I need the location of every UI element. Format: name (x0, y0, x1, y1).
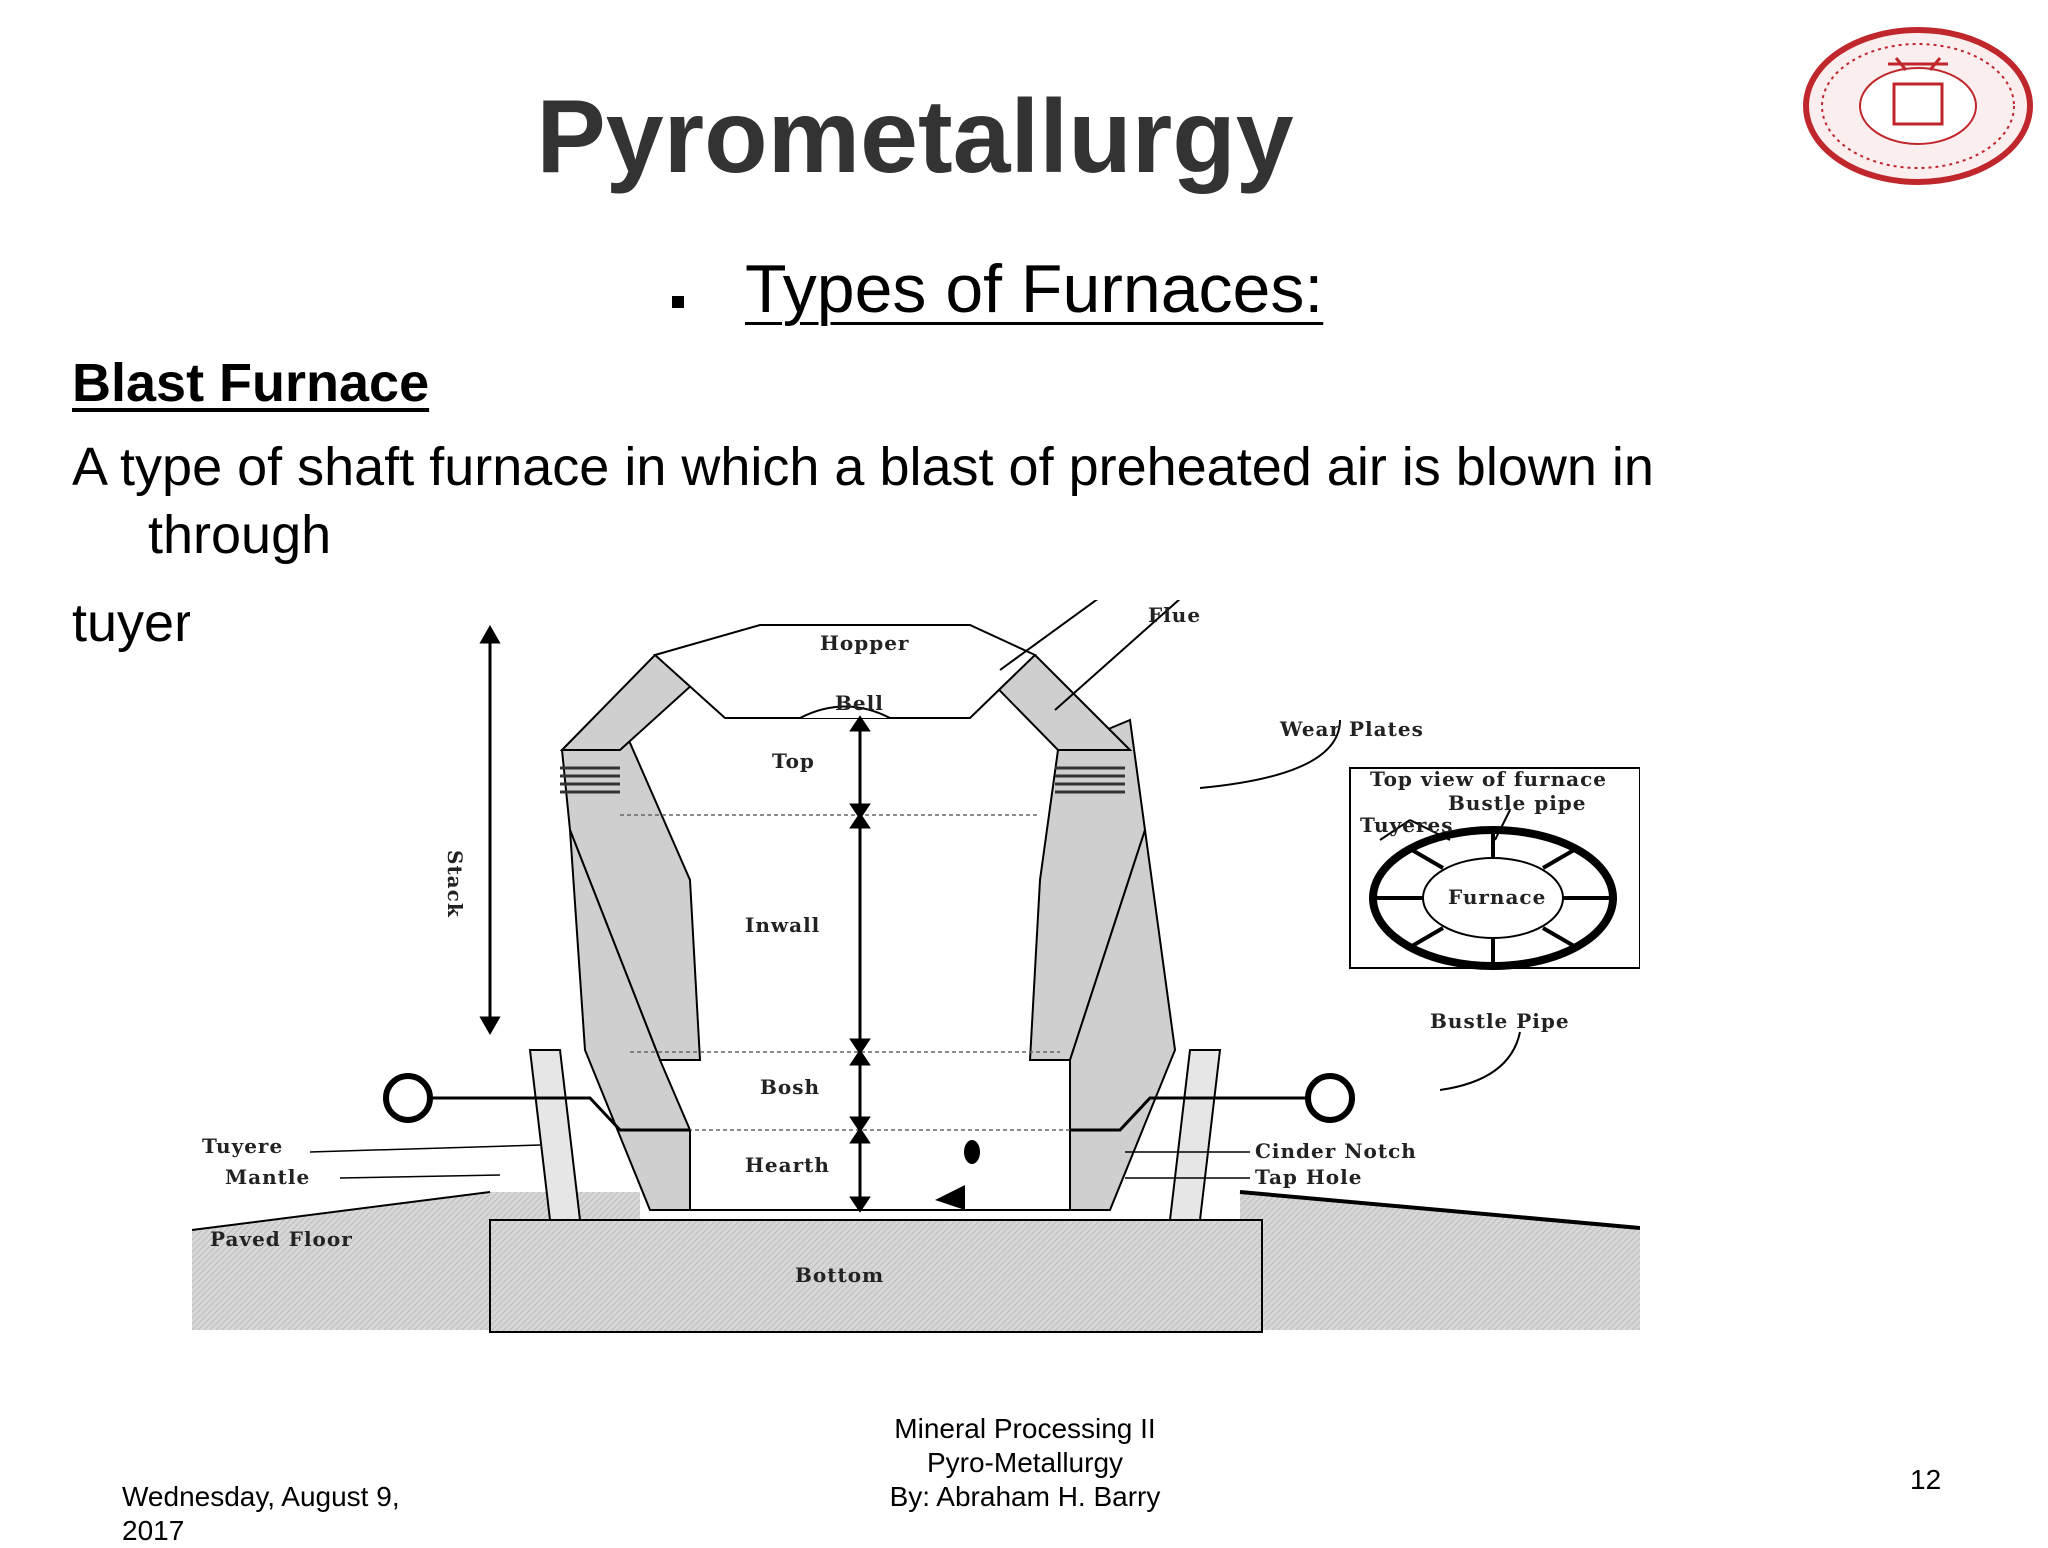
body-text-line-2: through (148, 505, 332, 565)
label-paved-floor: Paved Floor (210, 1227, 353, 1251)
label-bell: Bell (835, 691, 884, 715)
footer-course-line-1: Mineral Processing II (894, 1413, 1156, 1444)
label-tap-hole: Tap Hole (1255, 1165, 1362, 1189)
label-inwall: Inwall (745, 913, 820, 937)
university-seal-logo (1796, 24, 2042, 188)
label-bustle-pipe-small: Bustle pipe (1448, 791, 1587, 815)
label-top-view: Top view of furnace (1370, 767, 1607, 791)
label-tuyeres: Tuyeres (1360, 813, 1453, 837)
label-flue: Flue (1148, 603, 1201, 627)
label-tuyere: Tuyere (202, 1134, 283, 1158)
footer-date: Wednesday, August 9, 2017 (122, 1481, 400, 1546)
footer-course-line-2: Pyro-Metallurgy (926, 1447, 1124, 1478)
page-number: 12 (1910, 1464, 1942, 1495)
label-top: Top (772, 749, 815, 773)
section-heading: Blast Furnace (72, 353, 430, 413)
label-wear-plates: Wear Plates (1279, 717, 1424, 741)
bullet-marker (672, 296, 684, 308)
label-bottom: Bottom (795, 1263, 884, 1287)
body-text-line-1: A type of shaft furnace in which a blast… (72, 437, 1654, 497)
label-furnace: Furnace (1448, 885, 1546, 909)
blast-furnace-diagram: Hopper Flue Bell Wear Plates Top Top vie… (190, 600, 1640, 1370)
label-bustle-pipe: Bustle Pipe (1430, 1009, 1570, 1033)
footer-course-line-3: By: Abraham H. Barry (889, 1481, 1161, 1512)
label-stack: Stack (443, 850, 467, 918)
label-hopper: Hopper (820, 631, 909, 655)
footer-course-info: Mineral Processing II Pyro-Metallurgy By… (800, 1412, 1250, 1514)
label-mantle: Mantle (225, 1165, 310, 1189)
section-subtitle: Types of Furnaces: (745, 251, 1324, 327)
label-cinder-notch: Cinder Notch (1255, 1139, 1417, 1163)
label-hearth: Hearth (745, 1153, 830, 1177)
slide-title: Pyrometallurgy (536, 79, 1294, 195)
label-bosh: Bosh (760, 1075, 820, 1099)
